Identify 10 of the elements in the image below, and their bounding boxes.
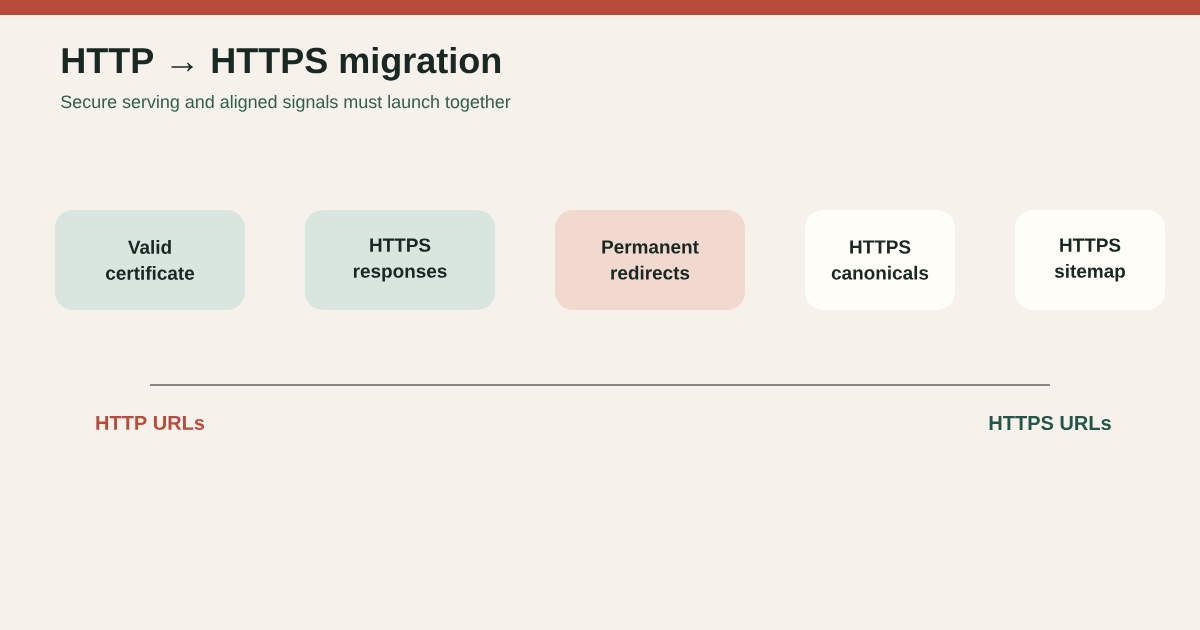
title: HTTP → HTTPS migration bbox=[62, 46, 501, 81]
step-box: Valid certificate bbox=[55, 210, 245, 310]
step-box: HTTPS responses bbox=[305, 210, 495, 310]
scale-end-label: HTTP URLs bbox=[96, 416, 205, 430]
accent-bar bbox=[0, 0, 1200, 15]
step-box: HTTPS sitemap bbox=[1015, 210, 1165, 310]
step-box: HTTPS canonicals bbox=[805, 210, 955, 310]
step-box: Permanent redirects bbox=[555, 210, 745, 310]
subtitle: Secure serving and aligned signals must launch together bbox=[61, 95, 511, 112]
scale-end-label: HTTPS URLs bbox=[989, 415, 1111, 431]
